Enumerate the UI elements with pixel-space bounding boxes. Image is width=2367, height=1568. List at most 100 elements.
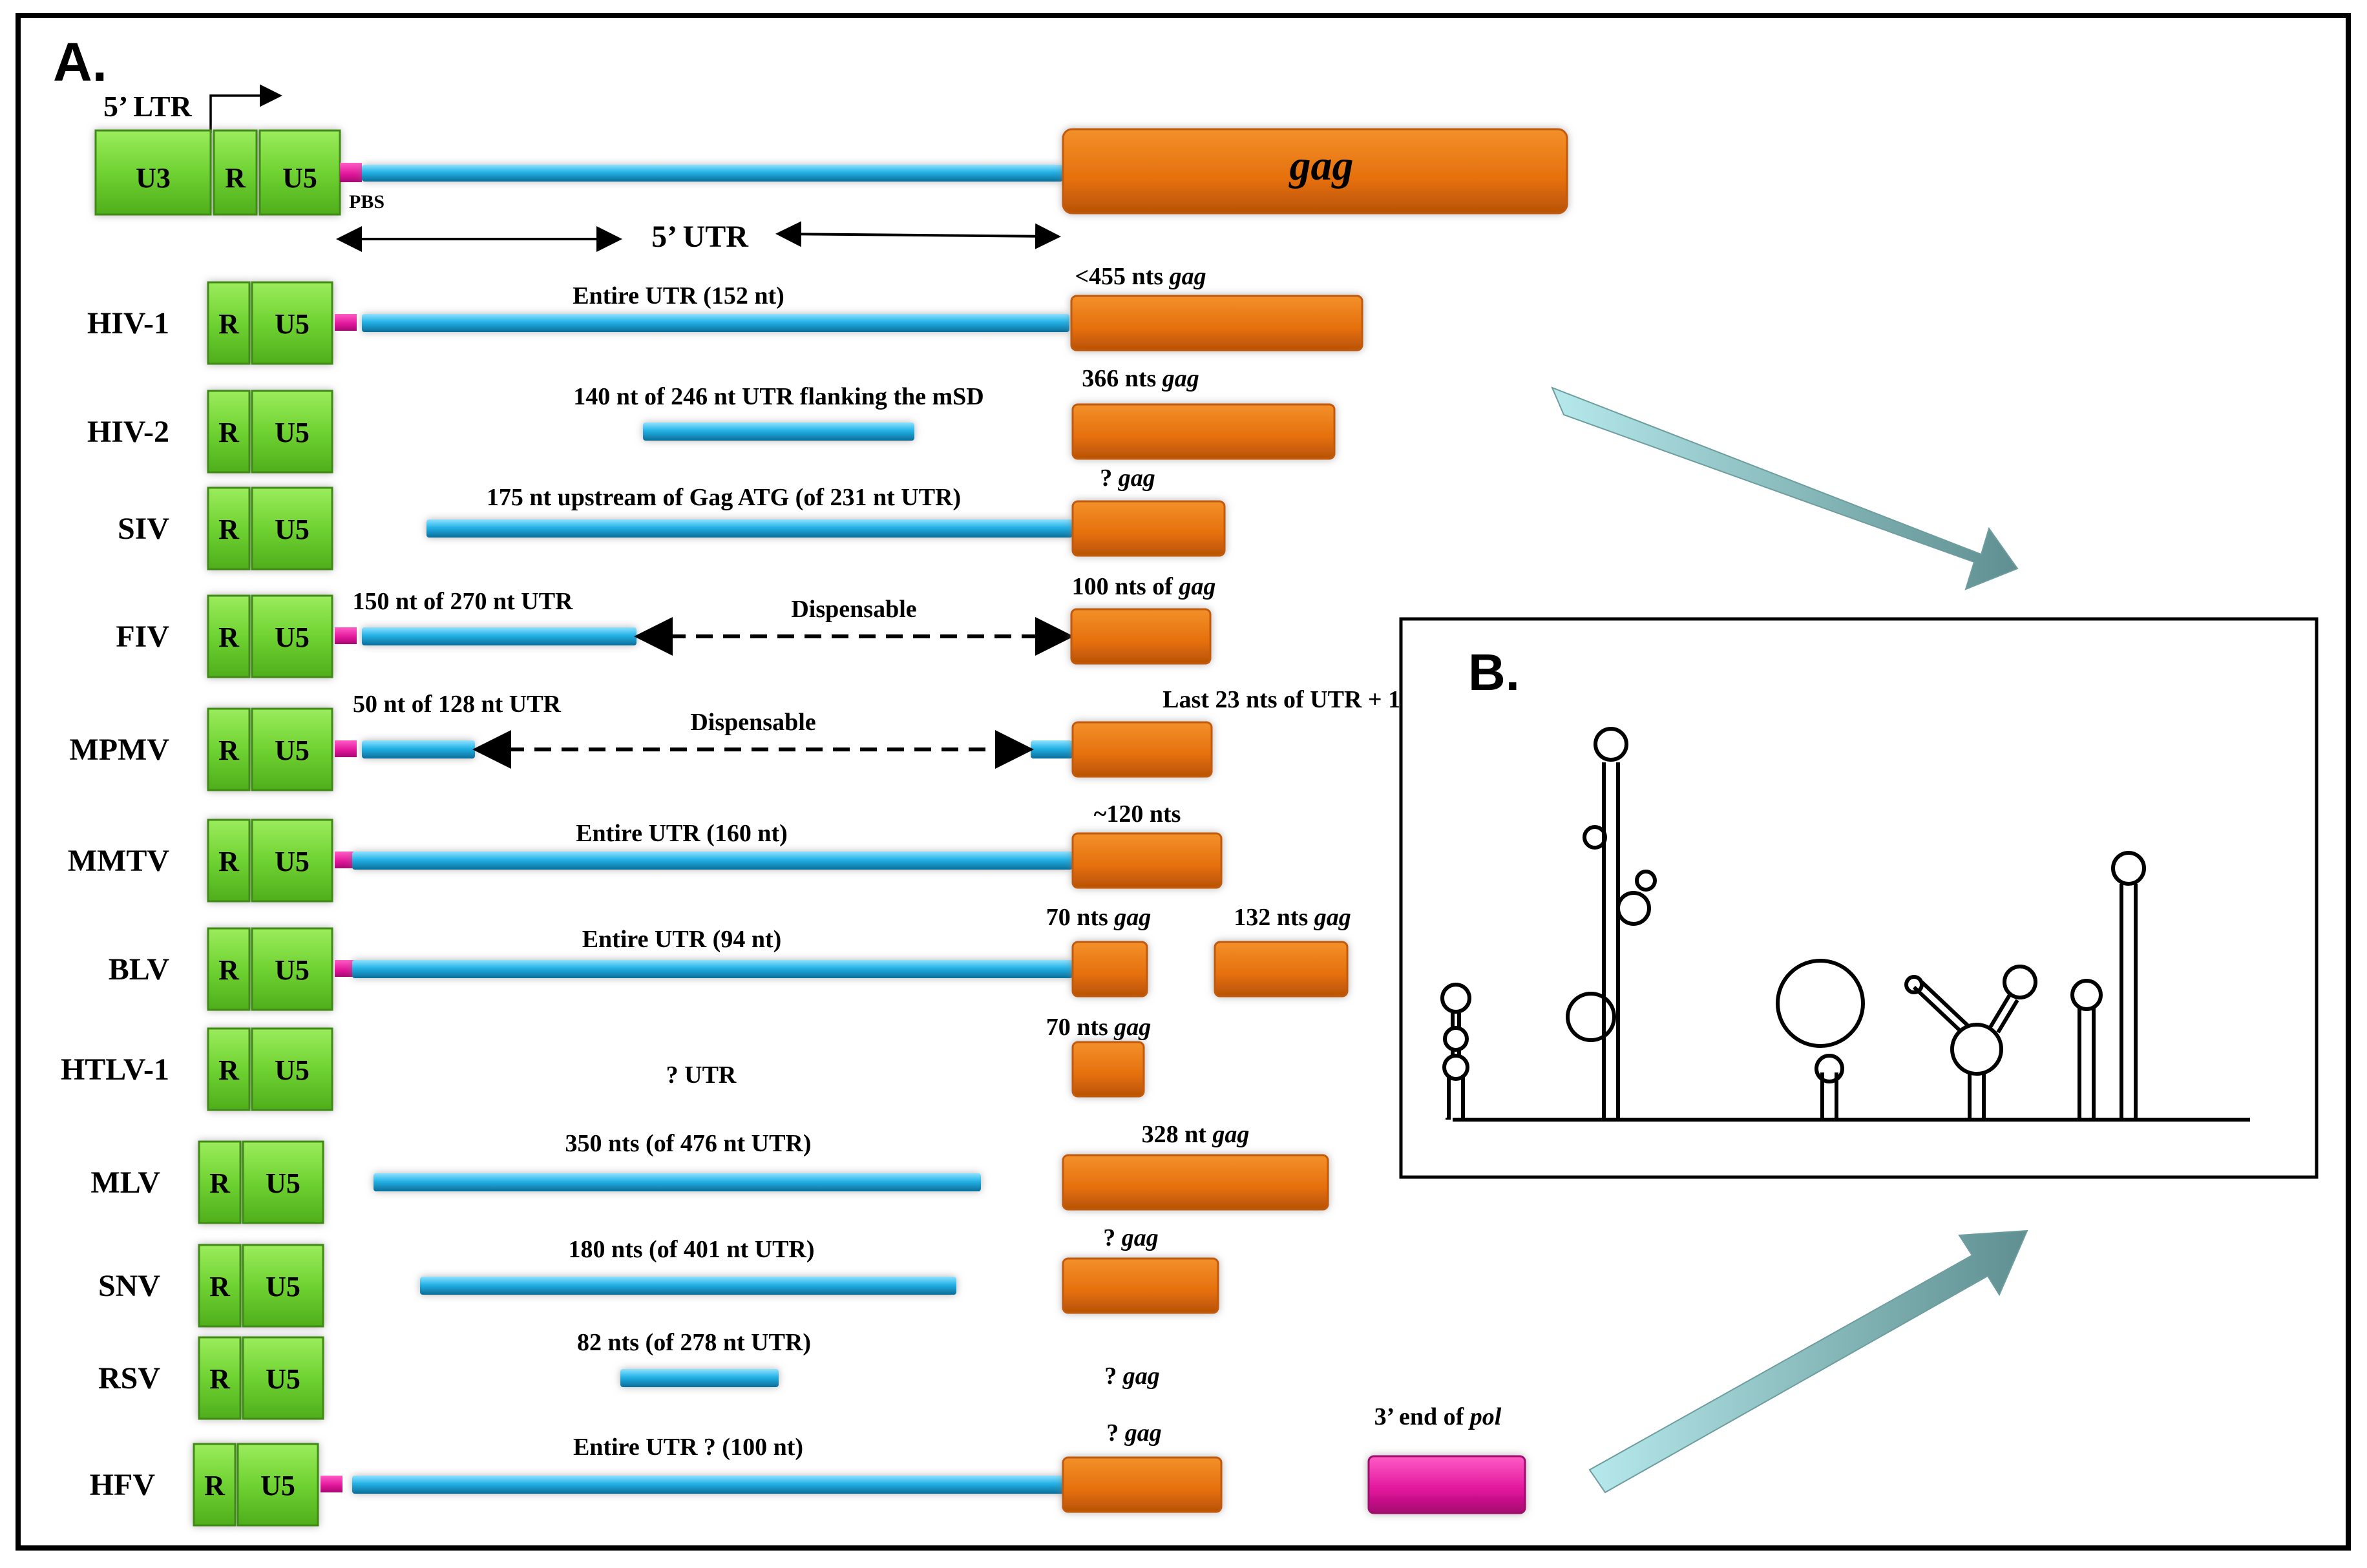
u5-label: U5 — [275, 308, 310, 340]
r-label: R — [209, 1363, 231, 1395]
gag-box — [1062, 1257, 1219, 1314]
ltr-boxes — [207, 819, 333, 903]
utr-bar — [362, 165, 1063, 182]
r-label: R — [218, 954, 240, 986]
utr-label: Entire UTR (94 nt) — [582, 926, 782, 953]
utr-label: Entire UTR (160 nt) — [576, 820, 788, 847]
gag-label: ? gag — [1100, 465, 1155, 492]
gag-box — [1070, 608, 1212, 665]
ltr-boxes — [207, 390, 333, 474]
panel-b-frame — [1399, 617, 2319, 1179]
r-label: R — [204, 1470, 226, 1501]
r-label: R — [218, 622, 240, 653]
pbs-box — [335, 627, 357, 644]
r-box — [198, 1140, 242, 1224]
u5-label: U5 — [275, 622, 310, 653]
figure-frame — [16, 13, 2351, 1551]
r-box — [207, 594, 251, 678]
ltr-boxes — [207, 486, 333, 570]
virus-name: HFV — [90, 1468, 156, 1502]
stem-loop-2 — [1566, 727, 1657, 1120]
utr-label: 140 nt of 246 nt UTR flanking the mSD — [573, 383, 984, 410]
utr-label: Entire UTR (152 nt) — [573, 282, 784, 309]
r-label: R — [209, 1271, 231, 1302]
u5-label: U5 — [275, 846, 310, 877]
ltr-boxes — [198, 1140, 324, 1224]
pbs-box — [335, 740, 357, 757]
gag-label: 70 nts gag — [1046, 1014, 1152, 1041]
u5-box — [251, 281, 333, 365]
utr-span-right — [775, 221, 1061, 249]
u5-box — [251, 927, 333, 1011]
r-label: R — [218, 846, 240, 877]
ltr-boxes — [198, 1336, 324, 1420]
u5-label: U5 — [266, 1363, 300, 1395]
utr-bar — [420, 1277, 956, 1295]
panel-b: B. — [1399, 617, 2319, 1179]
ltr-label: 5’ LTR — [103, 90, 193, 123]
ltr-boxes — [207, 281, 333, 365]
gag-label: <455 nts gag — [1075, 263, 1206, 290]
utr-bar — [362, 740, 475, 758]
r-box — [207, 927, 251, 1011]
gag-label: ~120 nts — [1094, 800, 1181, 828]
virus-name: RSV — [98, 1361, 160, 1396]
u5-label: U5 — [275, 417, 310, 448]
u5-box — [251, 390, 333, 474]
gag-label: ? gag — [1106, 1419, 1162, 1447]
gag-label: 70 nts gag — [1046, 904, 1152, 931]
virus-name: MLV — [90, 1166, 160, 1200]
utr-span-label: 5’ UTR — [651, 220, 749, 254]
gag-label: ? gag — [1104, 1363, 1160, 1390]
stem-loop-1 — [1440, 983, 1471, 1120]
utr-bar — [362, 627, 636, 645]
ltr-boxes — [207, 707, 333, 791]
r-label: R — [209, 1167, 231, 1199]
u5-label: U5 — [266, 1167, 300, 1199]
utr-label: 180 nts (of 401 nt UTR) — [568, 1236, 814, 1263]
r-box — [198, 1244, 242, 1328]
virus-name: HTLV-1 — [61, 1052, 169, 1087]
header-construct: 5’ LTR U3 R U5 PBS gag 5’ UTR — [94, 84, 1568, 254]
r-box — [207, 707, 251, 791]
utr-label: 150 nt of 270 nt UTR — [353, 588, 574, 615]
gag-label: ? gag — [1103, 1224, 1159, 1251]
ltr-boxes — [207, 1027, 333, 1111]
r-box — [198, 1336, 242, 1420]
r-label: R — [225, 162, 246, 194]
r-box — [213, 129, 258, 216]
virus-name: HIV-1 — [87, 306, 169, 340]
r-label: R — [218, 1054, 240, 1086]
utr-label: 350 nts (of 476 nt UTR) — [565, 1130, 811, 1157]
utr-bar — [352, 960, 1073, 978]
gag-box — [1071, 941, 1148, 998]
gag-box — [1071, 832, 1223, 889]
u5-label: U5 — [275, 514, 310, 545]
u5-box — [242, 1244, 324, 1328]
gag-box-2 — [1214, 941, 1349, 998]
utr-bar-terminal — [1031, 740, 1073, 758]
transcription-start-arrow — [209, 84, 282, 133]
virus-name: MPMV — [69, 733, 169, 767]
gag-label: 100 nts of gag — [1072, 573, 1216, 600]
utr-bar — [620, 1369, 779, 1387]
ltr-boxes — [198, 1244, 324, 1328]
u5-box — [251, 486, 333, 570]
r-box — [207, 1027, 251, 1111]
pbs-box — [340, 163, 362, 182]
u5-label: U5 — [266, 1271, 300, 1302]
virus-name: FIV — [116, 620, 169, 654]
utr-bar — [643, 423, 914, 441]
utr-bar — [352, 852, 1073, 870]
stem-loop-4 — [1904, 965, 2037, 1120]
utr-label: ? UTR — [666, 1061, 737, 1089]
